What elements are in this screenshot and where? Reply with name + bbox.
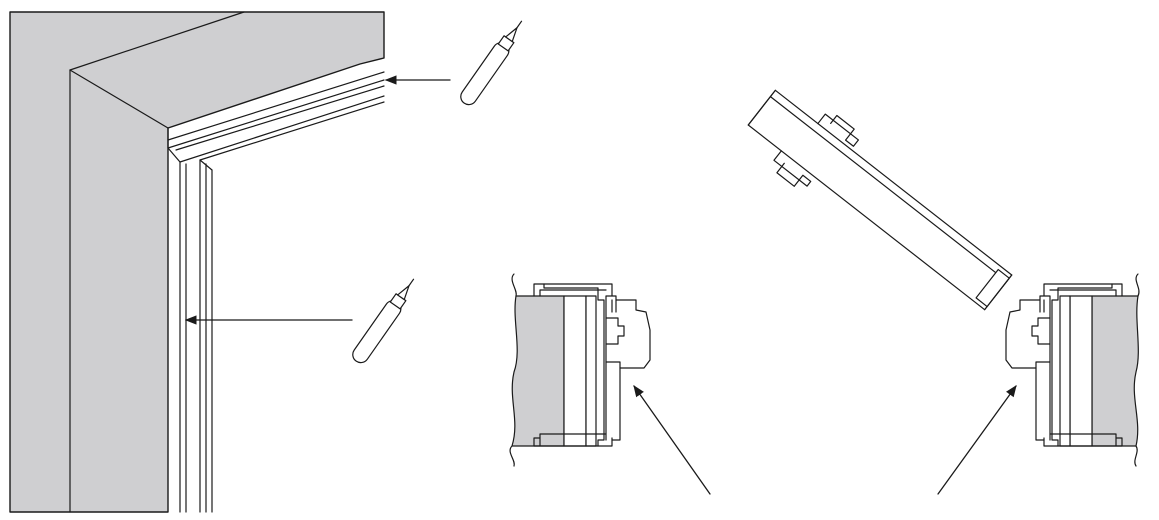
casing-top-edge: [69, 11, 245, 71]
frame-casing: [9, 11, 385, 513]
pointer-arrow-right: [937, 385, 1017, 495]
top-jamb-strip-3: [175, 85, 385, 151]
casing-clip-bottom: [1043, 433, 1123, 447]
pointer-arrow-left: [633, 385, 711, 495]
casing-clip-top: [533, 283, 613, 297]
seal-notch: [605, 317, 625, 345]
wall-break-bottom: [1134, 445, 1138, 467]
jamb-corner-join: [167, 147, 213, 171]
profile-section-left: [509, 273, 711, 495]
casing-clip-top: [1043, 283, 1123, 297]
frame-outline: [1051, 283, 1113, 447]
casing-clip-bottom: [533, 433, 613, 447]
top-jamb-strip-4: [179, 95, 385, 163]
seal-notch: [1031, 317, 1051, 345]
wall-break-top: [1135, 273, 1140, 297]
door-leaf: [747, 89, 1013, 311]
frame-corner: [9, 11, 523, 513]
glue-tube-icon: [460, 20, 523, 106]
jamb-board: [563, 295, 587, 447]
jamb-board-inner: [1059, 295, 1071, 447]
frame-outline: [543, 283, 605, 447]
seal-lip: [611, 299, 617, 313]
wall-section: [1091, 295, 1139, 447]
wall-break-top: [511, 273, 517, 297]
casing-miter-line: [69, 69, 169, 129]
seal-lip: [1039, 299, 1045, 313]
leaf-edge: [747, 89, 1013, 311]
wall-break-bottom: [509, 445, 515, 467]
leaf-clip-lower: [773, 150, 812, 187]
jamb-board: [1069, 295, 1093, 447]
glue-tube-icon: [352, 278, 415, 364]
jamb-board-inner: [585, 295, 597, 447]
leaf-clip-upper: [817, 113, 859, 147]
seal-lower: [1035, 361, 1051, 441]
seal-lower: [605, 361, 621, 441]
profile-section-right: [747, 89, 1140, 495]
wall-section: [511, 295, 565, 447]
top-jamb-strip-5: [199, 101, 385, 161]
